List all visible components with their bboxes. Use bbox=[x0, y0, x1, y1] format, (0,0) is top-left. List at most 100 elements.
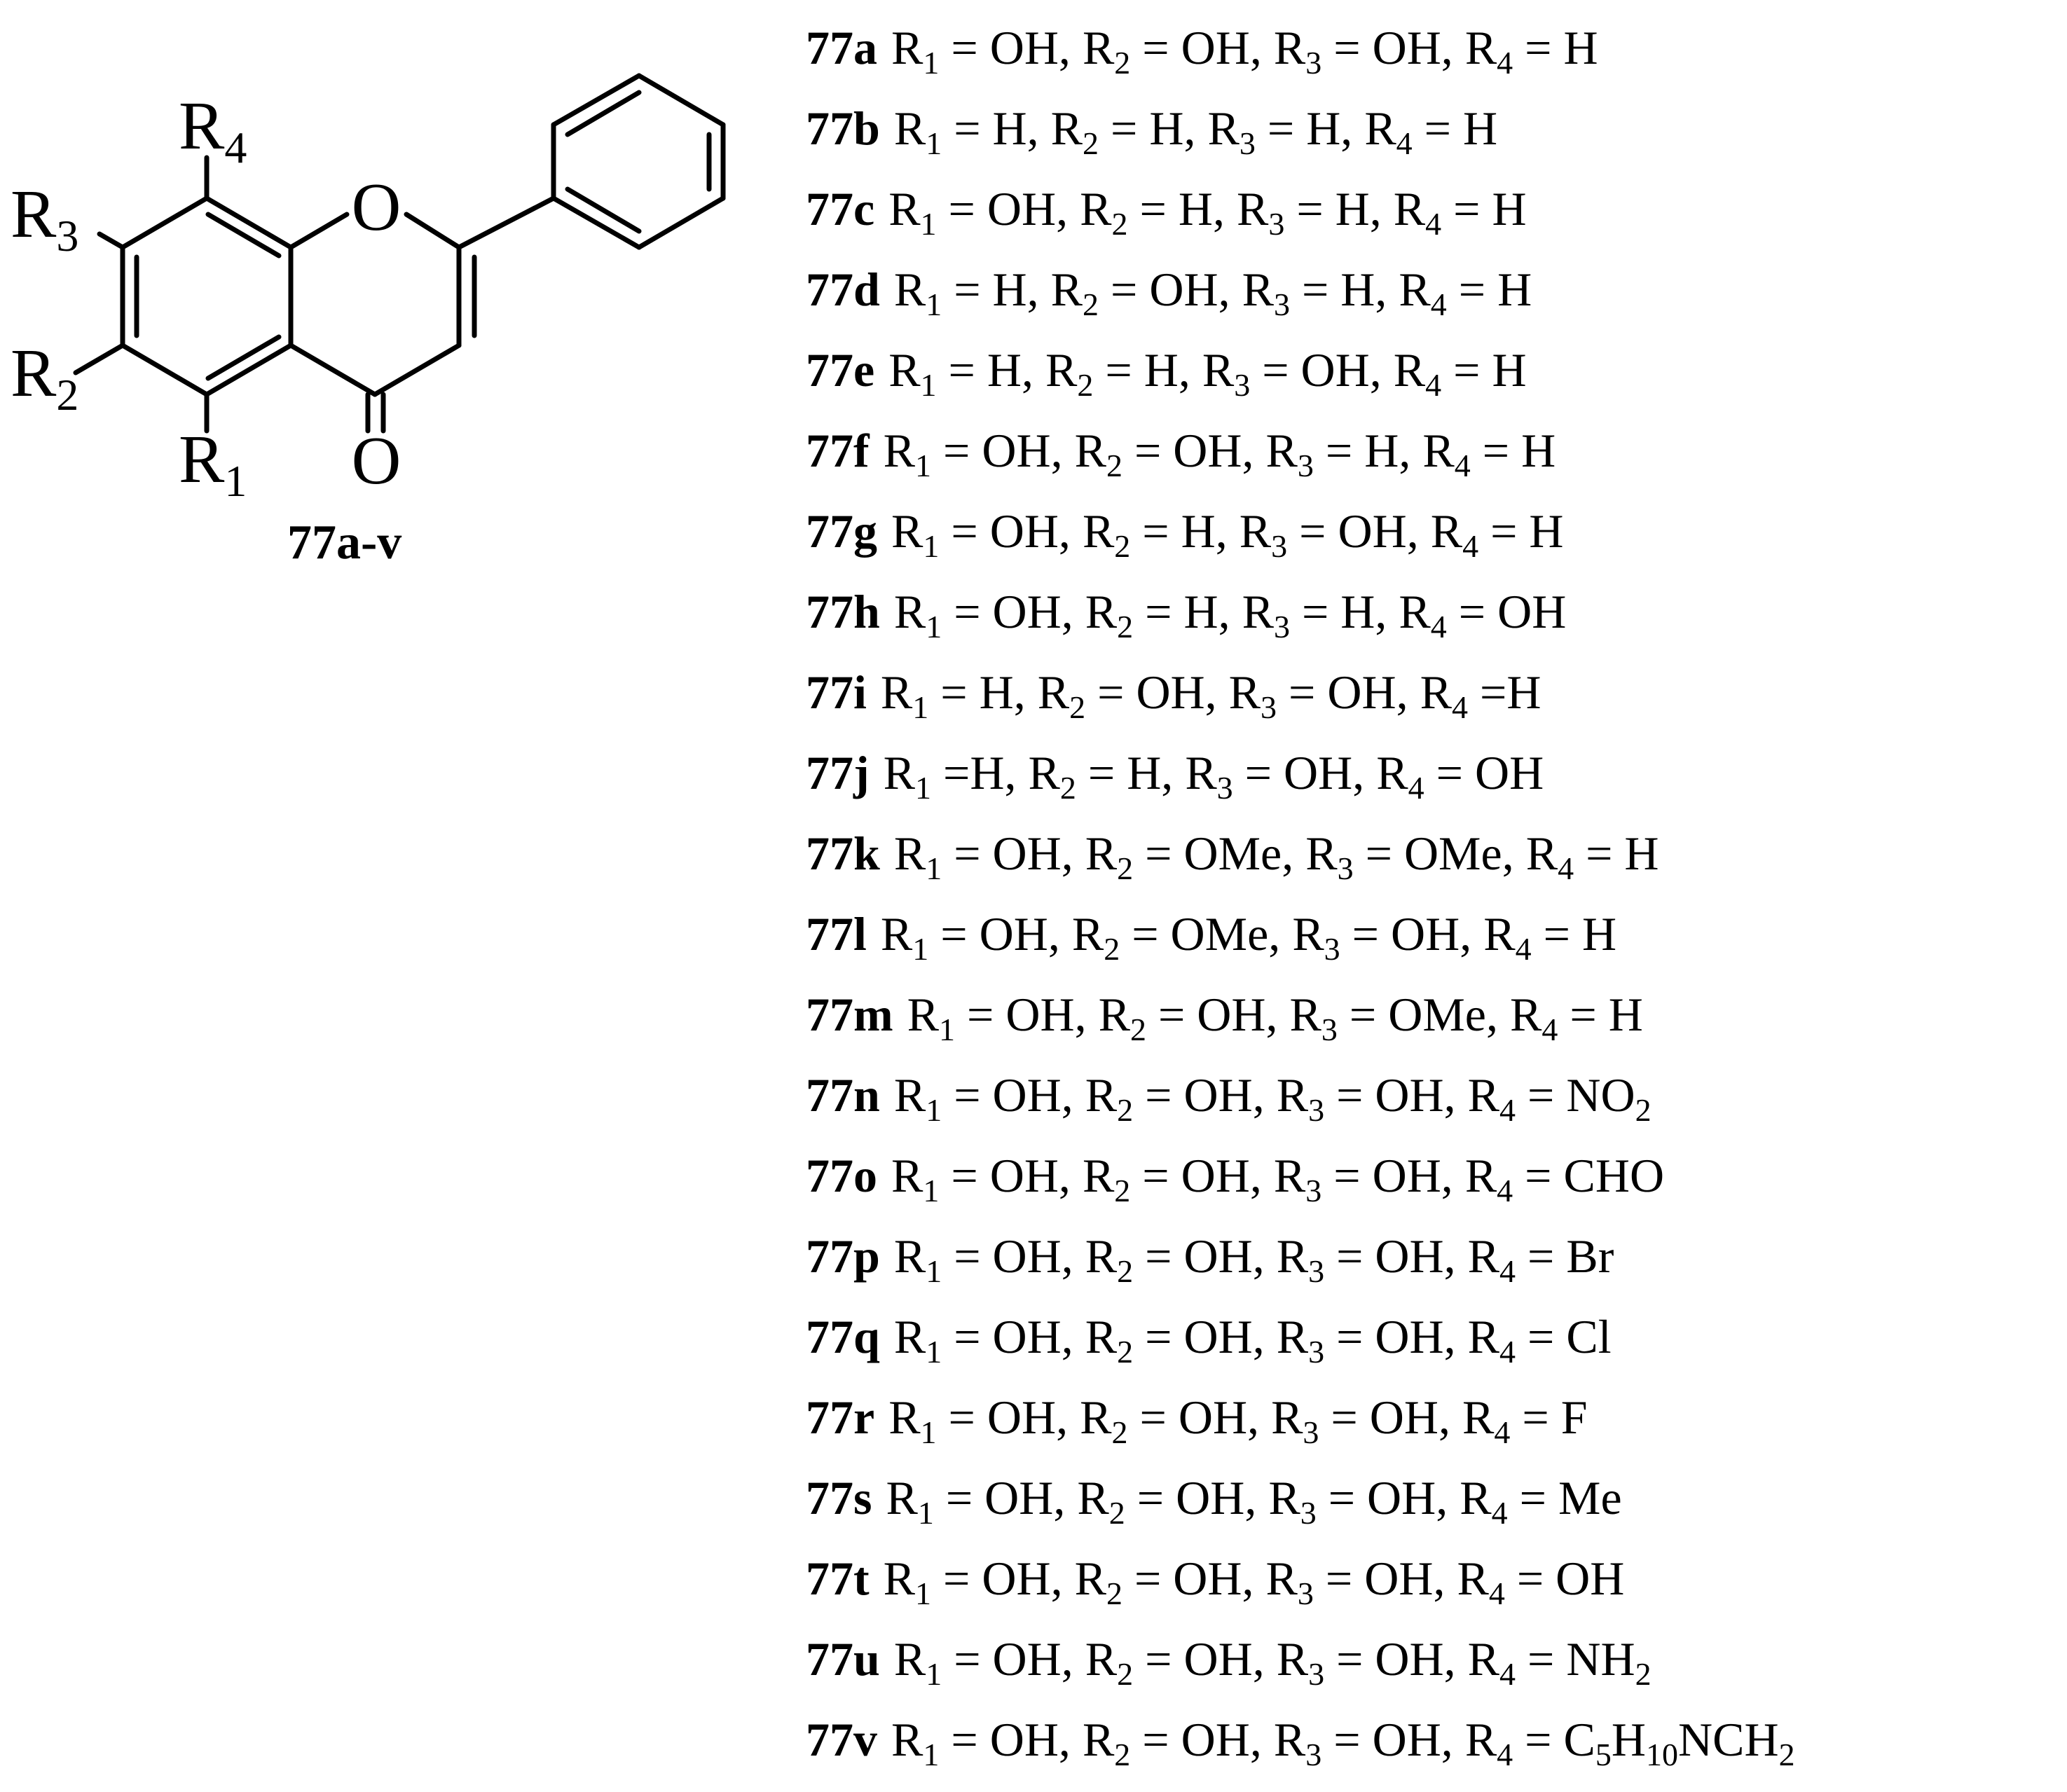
substituent-value: = OH, bbox=[1099, 263, 1242, 316]
subscript: 1 bbox=[923, 1737, 940, 1772]
r1-label: R1 bbox=[179, 422, 247, 506]
substituent-symbol: R bbox=[1467, 1068, 1499, 1122]
carbonyl-oxygen-label: O bbox=[352, 423, 401, 499]
series-label: 77a-v bbox=[287, 516, 402, 570]
subscript: 4 bbox=[1515, 931, 1532, 967]
subscript: 4 bbox=[1462, 528, 1479, 564]
compound-id: 77t bbox=[806, 1552, 870, 1605]
substituent-symbol: R bbox=[1289, 988, 1321, 1041]
substituent-symbol: R bbox=[891, 504, 923, 558]
substituent-symbol: R bbox=[1268, 1471, 1300, 1524]
subscript: 3 bbox=[1300, 1495, 1317, 1531]
substituent-symbol: R bbox=[891, 21, 923, 74]
compound-id: 77n bbox=[806, 1068, 880, 1122]
substituent-value: = OH, bbox=[1133, 1229, 1277, 1283]
substituent-symbol: R bbox=[1420, 666, 1452, 719]
subscript: 2 bbox=[1778, 1737, 1795, 1772]
substituent-value: = OH, bbox=[1316, 1471, 1460, 1524]
subscript: 1 bbox=[923, 1173, 940, 1208]
substituent-value: = OH, bbox=[942, 585, 1085, 638]
substituent-value: = OH, bbox=[1122, 1552, 1266, 1605]
subscript: 1 bbox=[915, 1576, 932, 1611]
compound-id: 77f bbox=[806, 424, 870, 477]
subscript: 1 bbox=[915, 448, 932, 483]
substituent-symbol: R bbox=[1364, 102, 1396, 155]
substituent-symbol: R bbox=[893, 1068, 926, 1122]
substituent-value: = OMe, bbox=[1337, 988, 1510, 1041]
substituent-symbol: R bbox=[1037, 666, 1070, 719]
substituent-symbol: R bbox=[883, 424, 916, 477]
substituent-symbol: R bbox=[1085, 1068, 1118, 1122]
subscript: 4 bbox=[1454, 448, 1471, 483]
substituent-symbol: R bbox=[883, 746, 916, 799]
substituent-value: = OH, bbox=[942, 1068, 1085, 1122]
substituent-value: = OMe, bbox=[1133, 827, 1306, 880]
substituent-symbol: R bbox=[883, 1552, 916, 1605]
subscript: 4 bbox=[1497, 1173, 1513, 1208]
subscript: 3 bbox=[1234, 367, 1251, 403]
subscript: 1 bbox=[917, 1495, 934, 1531]
substituent-symbol: R bbox=[1467, 1229, 1499, 1283]
substituent-symbol: R bbox=[1050, 263, 1083, 316]
substituent-value: = OH, bbox=[1250, 343, 1394, 397]
subscript: 2 bbox=[1129, 1012, 1146, 1047]
substituent-symbol: R bbox=[880, 666, 913, 719]
subscript: 2 bbox=[1106, 1576, 1122, 1611]
subscript: 4 bbox=[1499, 1253, 1516, 1289]
substituent-value: = H bbox=[1574, 827, 1659, 880]
substituent-value: = H bbox=[1470, 424, 1556, 477]
subscript: 1 bbox=[926, 1253, 942, 1289]
substituent-value: = Br bbox=[1516, 1229, 1614, 1283]
subscript: 4 bbox=[1494, 1414, 1511, 1450]
compound-id: 77c bbox=[806, 182, 875, 235]
substituent-symbol: R bbox=[1082, 1713, 1115, 1766]
substituent-symbol: R bbox=[1273, 1149, 1306, 1202]
subscript: 4 bbox=[1408, 770, 1424, 806]
substituent-value: = OH, bbox=[1130, 1713, 1274, 1766]
substituent-value: = NO bbox=[1516, 1068, 1635, 1122]
compound-id: 77d bbox=[806, 263, 880, 316]
subscript: 2 bbox=[1083, 287, 1099, 322]
compound-id: 77e bbox=[806, 343, 875, 397]
substituent-symbol: R bbox=[1228, 666, 1261, 719]
substituent-symbol: R bbox=[1077, 1471, 1109, 1524]
substituent-value: H bbox=[1611, 1713, 1646, 1766]
substituent-value: = OH, bbox=[1321, 1149, 1465, 1202]
substituent-symbol: R bbox=[1265, 1552, 1298, 1605]
substituent-value: = OH, bbox=[939, 21, 1083, 74]
substituent-value: = C bbox=[1513, 1713, 1595, 1766]
subscript: 4 bbox=[1396, 125, 1413, 161]
substituent-symbol: R bbox=[888, 343, 921, 397]
substituent-value: = OH, bbox=[942, 1229, 1085, 1283]
substituent-symbol: R bbox=[1276, 1632, 1309, 1686]
substituent-symbol: R bbox=[891, 1149, 923, 1202]
compound-id: 77u bbox=[806, 1632, 880, 1686]
substituent-value: NCH bbox=[1678, 1713, 1779, 1766]
flavone-structure: O O R4 R3 R2 R1 bbox=[11, 73, 726, 506]
substituent-value: = OH, bbox=[933, 1471, 1078, 1524]
subscript: 2 bbox=[1635, 1092, 1651, 1128]
substituent-value: = H, bbox=[1076, 746, 1186, 799]
substituent-symbol: R bbox=[1080, 182, 1112, 235]
substituent-symbol: R bbox=[1236, 182, 1269, 235]
substituent-value: = OH, bbox=[1324, 1632, 1468, 1686]
substituent-value: = OH, bbox=[1232, 746, 1377, 799]
substituent-symbol: R bbox=[1292, 907, 1324, 960]
r2-label: R2 bbox=[11, 336, 78, 420]
substituent-symbol: R bbox=[893, 1632, 926, 1686]
compound-id: 77l bbox=[806, 907, 867, 960]
substituent-symbol: R bbox=[893, 1310, 926, 1363]
phenyl-ring bbox=[456, 73, 726, 250]
substituent-symbol: R bbox=[1467, 1310, 1499, 1363]
substituent-symbol: R bbox=[1305, 827, 1338, 880]
substituent-symbol: R bbox=[1525, 827, 1558, 880]
substituent-value: = OH, bbox=[1324, 1310, 1468, 1363]
substituent-value: = H, bbox=[1289, 263, 1399, 316]
substituent-value: = OH, bbox=[939, 1713, 1083, 1766]
substituent-symbol: R bbox=[893, 1229, 926, 1283]
substituent-symbol: R bbox=[893, 102, 926, 155]
substituent-symbol: R bbox=[1510, 988, 1542, 1041]
